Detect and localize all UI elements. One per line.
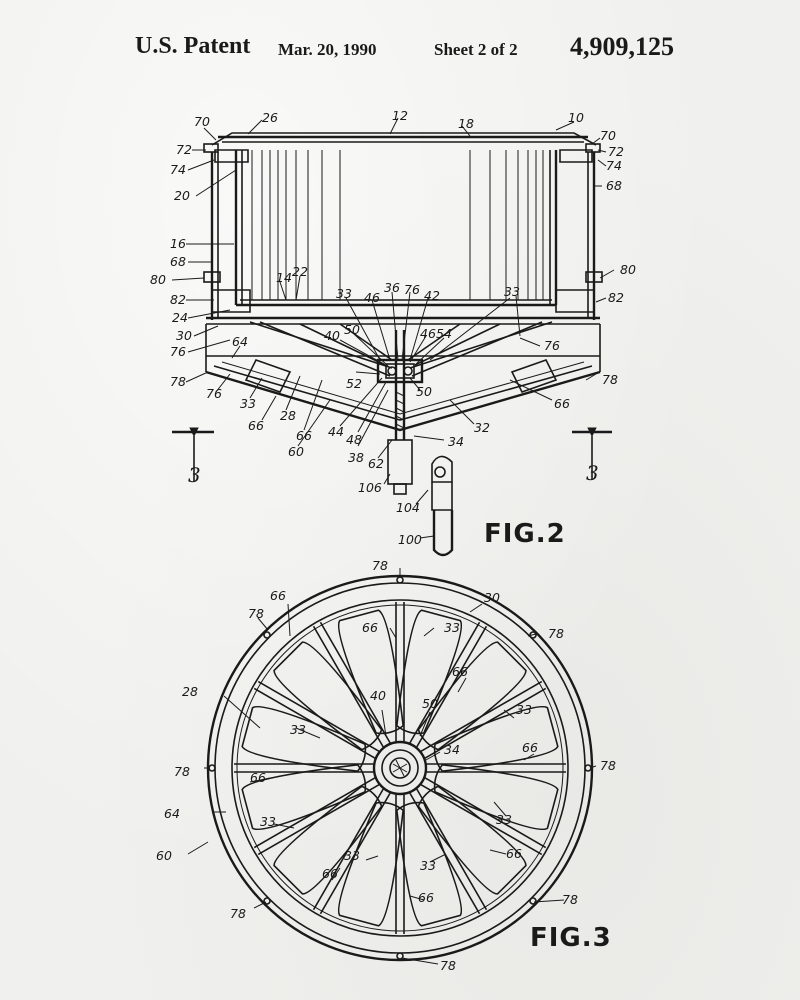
fig2-label: 74 xyxy=(606,158,622,173)
fig3-label: 78 xyxy=(248,606,264,621)
fig2-label: 46 xyxy=(364,290,380,305)
fig2-label: 18 xyxy=(458,116,474,131)
fig3-label: 50 xyxy=(422,696,438,711)
sheet-number: Sheet 2 of 2 xyxy=(434,40,518,59)
fig3-label: 78 xyxy=(548,626,564,641)
fig3-label: 40 xyxy=(370,688,386,703)
fig2-label: 16 xyxy=(170,236,186,251)
fig3-label: 33 xyxy=(496,812,512,827)
fig2-label: 82 xyxy=(608,290,624,305)
fig2-label: 20 xyxy=(174,188,190,203)
fig2-label: 60 xyxy=(288,444,304,459)
fig2-label: 36 xyxy=(384,280,400,295)
fig3-label: 78 xyxy=(174,764,190,779)
fig3-label: 34 xyxy=(444,742,460,757)
fig2-label: 72 xyxy=(176,142,192,157)
fig3-label: 66 xyxy=(362,620,378,635)
fig2-label: 74 xyxy=(170,162,186,177)
fig2-label: 14 xyxy=(276,270,292,285)
fig2-label: 10 xyxy=(568,110,584,125)
fig2-label: 76 xyxy=(206,386,222,401)
fig2-label: 76 xyxy=(170,344,186,359)
fig2-label: 30 xyxy=(176,328,192,343)
fig2-label: 34 xyxy=(448,434,464,449)
fig3-label: 33 xyxy=(444,620,460,635)
fig3-label: 66 xyxy=(452,664,468,679)
fig3-label: 78 xyxy=(440,958,456,973)
patent-date: Mar. 20, 1990 xyxy=(278,40,377,59)
fig3-label: 66 xyxy=(418,890,434,905)
fig2-label: 66 xyxy=(554,396,570,411)
fig2-label: 42 xyxy=(424,288,440,303)
fig3-drawing: 78 30 66 78 66 33 78 66 28 40 50 33 33 3… xyxy=(156,558,616,973)
fig2-label: 26 xyxy=(262,110,278,125)
fig2-label: 46 xyxy=(420,326,436,341)
fig2-label: 50 xyxy=(416,384,432,399)
fig3-label: 78 xyxy=(562,892,578,907)
fig3-label: 28 xyxy=(182,684,198,699)
fig3-label: 33 xyxy=(516,702,532,717)
fig2-title: FIG.2 xyxy=(484,519,566,549)
patent-title: U.S. Patent xyxy=(135,33,251,59)
fig2-label: 24 xyxy=(172,310,188,325)
fig3-label: 33 xyxy=(260,814,276,829)
fig2-label: 54 xyxy=(436,326,452,341)
fig3-label: 30 xyxy=(484,590,500,605)
fig2-label: 44 xyxy=(328,424,344,439)
fig2-label: 28 xyxy=(280,408,296,423)
fig2-label: 48 xyxy=(346,432,362,447)
fig3-label: 78 xyxy=(230,906,246,921)
fig2-label: 80 xyxy=(150,272,166,287)
fig3-label: 66 xyxy=(322,866,338,881)
fig2-label: 66 xyxy=(296,428,312,443)
fig2-label: 33 xyxy=(336,286,352,301)
fig2-label: 62 xyxy=(368,456,384,471)
fig2-label: 80 xyxy=(620,262,636,277)
fig3-label: 78 xyxy=(372,558,388,573)
fig2-label: 82 xyxy=(170,292,186,307)
fig3-label: 64 xyxy=(164,806,180,821)
fig2-label: 50 xyxy=(344,322,360,337)
fig2-label: 32 xyxy=(474,420,490,435)
fig2-label: 70 xyxy=(600,128,616,143)
fig2-label: 76 xyxy=(544,338,560,353)
fig3-label: 78 xyxy=(600,758,616,773)
fig3-label: 33 xyxy=(420,858,436,873)
fig2-label: 68 xyxy=(170,254,186,269)
fig2-label: 106 xyxy=(358,480,382,495)
section-mark-right: 3 xyxy=(586,461,599,485)
fig2-label: 52 xyxy=(346,376,362,391)
patent-number: 4,909,125 xyxy=(570,32,674,61)
fig2-label: 40 xyxy=(324,328,340,343)
fig2-label: 70 xyxy=(194,114,210,129)
fig2-label: 66 xyxy=(248,418,264,433)
fig2-label: 68 xyxy=(606,178,622,193)
fig2-label: 38 xyxy=(348,450,364,465)
fig2-label: 100 xyxy=(398,532,422,547)
fig2-label: 64 xyxy=(232,334,248,349)
fig2-label: 72 xyxy=(608,144,624,159)
fig3-label: 66 xyxy=(522,740,538,755)
fig3-label: 66 xyxy=(250,770,266,785)
fig3-label: 66 xyxy=(506,846,522,861)
fig2-label: 33 xyxy=(504,284,520,299)
fig2-label: 22 xyxy=(292,264,308,279)
fig2-label: 12 xyxy=(392,108,408,123)
section-mark-left: 3 xyxy=(188,463,201,487)
fig3-label: 33 xyxy=(344,848,360,863)
fig2-label: 78 xyxy=(170,374,186,389)
fig2-label: 33 xyxy=(240,396,256,411)
fig3-label: 60 xyxy=(156,848,172,863)
fig2-label: 104 xyxy=(396,500,420,515)
fig3-title: FIG.3 xyxy=(530,923,612,953)
fig2-label: 76 xyxy=(404,282,420,297)
fig2-drawing: 70 72 74 20 26 12 18 10 70 72 74 68 16 6… xyxy=(150,108,636,557)
fig2-label: 78 xyxy=(602,372,618,387)
fig3-label: 33 xyxy=(290,722,306,737)
fig3-label: 66 xyxy=(270,588,286,603)
